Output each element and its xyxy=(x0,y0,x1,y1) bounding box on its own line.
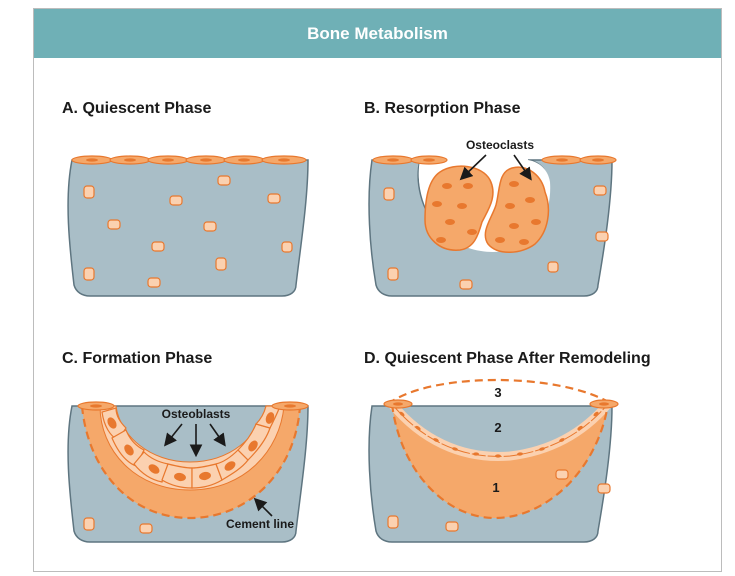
panel-b-bone: Osteoclasts xyxy=(369,138,616,296)
panel-c-bone: Osteoblasts Cement line xyxy=(68,402,308,542)
osteoblasts-label: Osteoblasts xyxy=(162,407,231,421)
region-label-1: 1 xyxy=(492,480,499,495)
cement-line-label: Cement line xyxy=(226,517,294,531)
region-label-2: 2 xyxy=(494,420,501,435)
osteoclasts-label: Osteoclasts xyxy=(466,138,534,152)
region-label-3: 3 xyxy=(494,385,501,400)
panel-d-bone: 3 2 1 xyxy=(369,380,618,542)
bone-block xyxy=(68,160,308,296)
panel-a-bone xyxy=(68,156,308,296)
